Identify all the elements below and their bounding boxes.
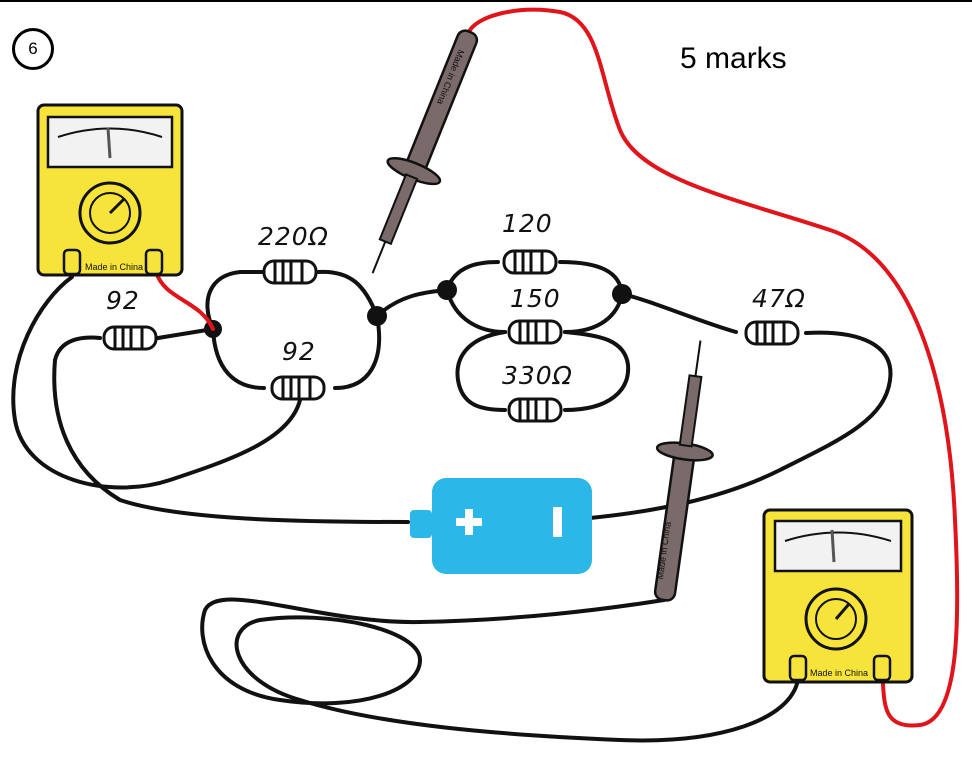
junction-dot bbox=[612, 284, 632, 304]
battery-nub bbox=[410, 510, 432, 538]
question-number: 6 bbox=[28, 39, 38, 58]
wire-bottom-probe-loop bbox=[200, 597, 800, 743]
label-220: 220Ω bbox=[258, 222, 329, 251]
wire-junction2-92b bbox=[333, 314, 382, 390]
wire-92b-left bbox=[211, 327, 266, 390]
junction-dot bbox=[367, 306, 387, 326]
wire-junction-220 bbox=[205, 270, 264, 331]
red-wire-left-meter bbox=[154, 270, 215, 331]
wire-150-right bbox=[563, 292, 624, 334]
right-multimeter: Made in China bbox=[762, 508, 914, 684]
meter-dial-pointer bbox=[108, 197, 126, 215]
battery bbox=[410, 478, 592, 574]
wire-330-left bbox=[455, 330, 507, 412]
wire-92-junction bbox=[156, 327, 215, 340]
label-92-left: 92 bbox=[106, 286, 140, 315]
bottom-probe: Made in China bbox=[653, 340, 714, 602]
junction-dots bbox=[204, 280, 632, 338]
label-150: 150 bbox=[510, 284, 561, 313]
meter-terminal-right bbox=[144, 248, 164, 276]
probe-shaft bbox=[678, 374, 703, 448]
top-probe: Made in China bbox=[371, 29, 479, 274]
resistor-labels: 220Ω 92 92 120 150 330Ω 47Ω bbox=[106, 209, 806, 390]
resistor-150 bbox=[507, 319, 563, 345]
meter-terminal-left bbox=[62, 248, 82, 276]
meter-scale bbox=[57, 127, 163, 138]
resistor-92-left bbox=[102, 325, 158, 351]
meter-needle bbox=[106, 127, 112, 159]
resistor-330 bbox=[507, 397, 563, 423]
minus-bar bbox=[553, 507, 562, 537]
resistor-220 bbox=[262, 259, 318, 285]
wires bbox=[11, 260, 893, 743]
label-120: 120 bbox=[502, 209, 553, 238]
wire-left-meter-loop bbox=[11, 275, 302, 490]
junction-dot bbox=[437, 280, 457, 300]
meter-dial-pointer bbox=[834, 603, 851, 620]
wire-47-battery-minus bbox=[588, 330, 893, 520]
wire-120-right bbox=[558, 260, 624, 296]
wire-150-left bbox=[445, 288, 507, 334]
wire-220-junction2 bbox=[316, 269, 379, 318]
red-wire-right-meter bbox=[468, 7, 960, 728]
meter-terminal-right bbox=[872, 654, 892, 682]
label-47: 47Ω bbox=[752, 284, 806, 313]
page-top-rule bbox=[0, 0, 972, 2]
red-wires bbox=[154, 7, 960, 728]
left-multimeter: Made in China bbox=[36, 103, 184, 277]
wire-node-47 bbox=[620, 292, 738, 334]
wire-to-battery-plus bbox=[52, 335, 410, 524]
wire-junction2-node bbox=[375, 288, 449, 318]
resistor-47 bbox=[744, 320, 800, 346]
meter-display bbox=[773, 519, 903, 573]
probe-tip bbox=[371, 241, 387, 274]
wire-330-right bbox=[563, 330, 631, 412]
plus-vertical bbox=[465, 509, 473, 535]
battery-body bbox=[432, 478, 592, 574]
resistor-92-bottom bbox=[270, 375, 326, 401]
right-meter-brand: Made in China bbox=[810, 668, 868, 678]
left-meter-brand: Made in China bbox=[85, 262, 143, 272]
question-number-badge: 6 bbox=[12, 28, 54, 70]
resistor-120 bbox=[502, 249, 558, 275]
meter-terminal-left bbox=[788, 654, 808, 682]
label-330: 330Ω bbox=[502, 361, 573, 390]
marks-label: 5 marks bbox=[680, 42, 787, 75]
probe-shaft bbox=[378, 173, 419, 246]
meter-needle bbox=[830, 529, 836, 563]
meter-scale bbox=[784, 531, 892, 542]
label-92-bottom: 92 bbox=[282, 337, 316, 366]
probe-tip bbox=[694, 340, 702, 377]
